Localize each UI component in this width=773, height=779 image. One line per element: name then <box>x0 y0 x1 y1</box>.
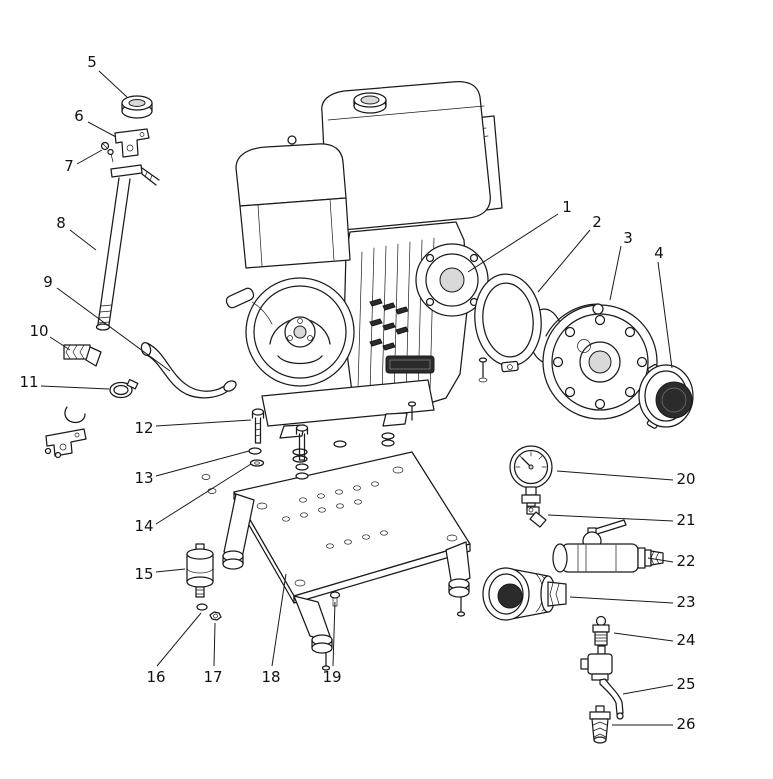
callout-5: 5 <box>87 53 128 98</box>
brand-plate <box>385 355 435 374</box>
callout-18-label: 18 <box>261 668 280 686</box>
vent-slots <box>369 298 409 351</box>
callout-2: 2 <box>537 213 602 293</box>
pull-handle-icon <box>225 287 255 309</box>
oil-fill-cap <box>121 95 153 119</box>
callout-13-label: 13 <box>134 469 153 487</box>
bolt-small <box>478 357 488 383</box>
callout-23-label: 23 <box>676 593 695 611</box>
pump-housing <box>542 303 658 420</box>
callout-12: 12 <box>134 419 252 437</box>
callout-1: 1 <box>467 198 572 273</box>
tube-bracket <box>114 128 150 158</box>
callout-5-label: 5 <box>87 53 97 71</box>
clamp-ring <box>474 273 542 373</box>
frame-bolts <box>248 408 309 480</box>
callout-22-label: 22 <box>676 552 695 570</box>
fuel-cap-icon <box>353 92 387 114</box>
callout-7: 7 <box>64 149 103 175</box>
callout-9: 9 <box>43 273 171 372</box>
pump-logo-icon <box>577 339 591 353</box>
callout-14: 14 <box>134 463 252 535</box>
callout-19-label: 19 <box>322 668 341 686</box>
callout-17: 17 <box>203 622 223 686</box>
frame-holes <box>256 466 458 587</box>
callout-15-label: 15 <box>134 565 153 583</box>
callout-26-label: 26 <box>676 715 695 733</box>
mount-nut-icon <box>209 611 222 621</box>
callout-24: 24 <box>613 631 696 649</box>
elbow-fitting <box>63 344 102 367</box>
callout-15: 15 <box>134 565 186 583</box>
callout-7-label: 7 <box>64 157 74 175</box>
callout-16-label: 16 <box>146 668 165 686</box>
oil-fill-tube <box>95 164 160 331</box>
callout-25: 25 <box>622 675 696 695</box>
clamp-band <box>64 406 86 424</box>
pressure-gauge <box>509 445 553 511</box>
recoil-starter <box>225 277 355 387</box>
callout-20-label: 20 <box>676 470 695 488</box>
callout-26: 26 <box>612 715 696 733</box>
callout-10-label: 10 <box>29 322 48 340</box>
air-cleaner <box>235 135 351 269</box>
bracket-screws <box>100 141 114 163</box>
mount-washer-icon <box>196 603 208 611</box>
frame-left-leg <box>222 493 255 570</box>
hose-barb <box>589 705 611 744</box>
frame-screw <box>329 591 341 607</box>
frame-bottom-leg <box>293 595 333 671</box>
callout-3-label: 3 <box>623 229 633 247</box>
callout-1-label: 1 <box>562 198 572 216</box>
callout-16: 16 <box>146 612 202 686</box>
drain-hose <box>140 341 237 399</box>
callout-11: 11 <box>19 373 110 391</box>
callout-19: 19 <box>322 601 342 686</box>
callout-13: 13 <box>134 450 250 487</box>
callout-20: 20 <box>556 470 696 488</box>
callout-25-label: 25 <box>676 675 695 693</box>
callout-11-label: 11 <box>19 373 38 391</box>
gauge-fitting <box>526 506 547 528</box>
callout-24-label: 24 <box>676 631 695 649</box>
valve-assembly <box>552 519 664 573</box>
engine-base <box>261 379 435 463</box>
camlock-coupling <box>482 567 567 621</box>
mounting-bracket <box>44 428 87 459</box>
callout-18: 18 <box>261 573 287 686</box>
drain-valve <box>580 645 624 720</box>
callout-14-label: 14 <box>134 517 153 535</box>
callout-9-label: 9 <box>43 273 53 291</box>
callout-3: 3 <box>609 229 633 301</box>
callout-22: 22 <box>647 552 696 570</box>
callout-17-label: 17 <box>203 668 222 686</box>
mounting-frame <box>201 451 471 671</box>
pump-plug-icon <box>592 303 604 315</box>
frame-right-leg <box>445 541 471 617</box>
rubber-mount <box>186 543 222 621</box>
pto-coupling <box>415 243 489 317</box>
callout-4: 4 <box>654 244 673 369</box>
callout-23: 23 <box>569 593 696 611</box>
callout-21-label: 21 <box>676 511 695 529</box>
wing-nut-icon <box>287 135 297 145</box>
suction-coupling <box>638 364 694 429</box>
callout-6: 6 <box>74 107 117 138</box>
callout-10: 10 <box>29 322 71 351</box>
callout-8: 8 <box>56 214 97 251</box>
callout-21: 21 <box>547 511 696 529</box>
hose-clamp <box>109 378 139 399</box>
callout-4-label: 4 <box>654 244 664 262</box>
callout-2-label: 2 <box>592 213 602 231</box>
relief-fitting <box>592 615 610 646</box>
callout-8-label: 8 <box>56 214 66 232</box>
callouts: 1 2 3 4 5 6 7 8 <box>19 53 695 733</box>
callout-6-label: 6 <box>74 107 84 125</box>
callout-12-label: 12 <box>134 419 153 437</box>
